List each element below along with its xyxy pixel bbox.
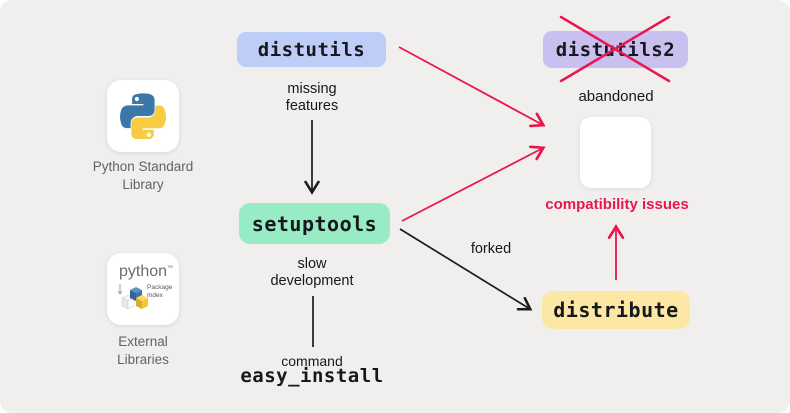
pypi-logo-subtext: Package Index (147, 284, 173, 300)
arrow-setuptools-to-compatibility (401, 145, 546, 222)
annotation-abandoned: abandoned (578, 88, 654, 105)
annotation-command: command (281, 353, 343, 369)
node-setuptools: setuptools (239, 203, 390, 244)
python-logo-icon (120, 93, 166, 139)
annotation-easy-install: easy_install (240, 365, 384, 387)
annotation-missing-features: missing features (285, 81, 339, 115)
annotation-slow-development: slow development (270, 256, 354, 290)
python-standard-library-card (107, 80, 179, 152)
external-libraries-card: python™ Package Index (107, 253, 179, 325)
node-distribute: distribute (542, 291, 690, 329)
arrow-distutils-to-compatibility (398, 46, 546, 128)
pypi-logo-wordmark: python™ (119, 263, 174, 280)
compatibility-hub-box (580, 117, 651, 188)
annotation-forked: forked (470, 241, 512, 257)
annotation-compatibility-issues: compatibility issues (545, 196, 689, 213)
pypi-logo-icon: python™ Package Index (107, 253, 179, 325)
node-distutils2: distutils2 (543, 31, 688, 68)
external-libraries-label: External Libraries (117, 334, 169, 367)
python-standard-library-label: Python Standard Library (92, 159, 194, 192)
node-distutils: distutils (237, 32, 386, 67)
pypi-cubes-icon (117, 284, 148, 310)
